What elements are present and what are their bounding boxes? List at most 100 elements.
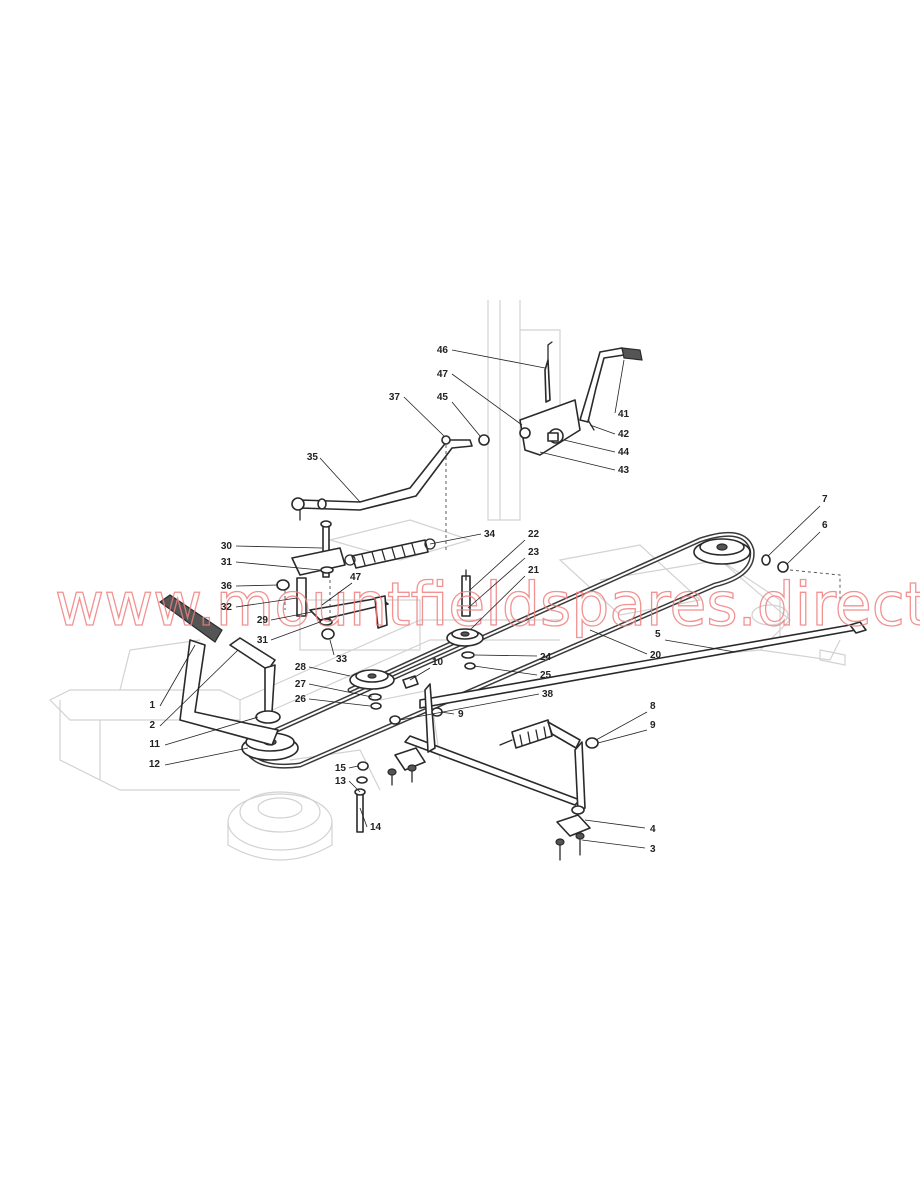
callout-label-25: 25 [540,670,552,681]
callout-leader-25 [473,665,538,676]
callout-leader-31 [235,561,321,571]
callout-label-35: 35 [307,452,319,463]
callout-leader-43 [539,451,616,471]
callout-label-28: 28 [295,662,307,673]
callout-leader-14 [359,807,368,828]
callout-label-4: 4 [650,824,656,835]
callout-leader-9 [440,711,455,715]
callout-label-22: 22 [528,529,540,540]
callout-label-41: 41 [618,409,630,420]
callout-leader-23 [467,557,526,609]
transaxle-pulley [693,538,751,565]
callout-label-8: 8 [650,701,656,712]
callout-leader-12 [164,747,249,766]
callout-leader-44 [563,439,616,453]
callout-labels: 1234567899101112131415202122232425262728… [149,345,828,855]
callout-leader-24 [474,654,538,657]
callout-leader-4 [584,819,646,829]
callout-leader-27 [308,683,373,698]
callout-leader-8 [595,711,648,741]
callout-leader-10 [409,667,431,681]
engine-pulley [241,732,299,761]
callout-leader-31 [270,621,321,641]
callout-leader-34 [429,533,482,545]
callout-leader-22 [469,539,526,591]
callout-label-38: 38 [542,689,554,700]
callout-label-9: 9 [650,720,656,731]
callout-label-33: 33 [336,654,348,665]
callout-label-24: 24 [540,652,552,663]
callout-leader-11 [164,716,259,746]
callout-leader-1 [159,644,196,707]
callout-leader-47 [451,373,523,426]
callout-label-12: 12 [149,759,161,770]
callout-label-31: 31 [257,635,269,646]
callout-label-20: 20 [650,650,662,661]
callout-label-47: 47 [437,369,449,380]
callout-leader-5 [664,639,736,653]
callout-label-6: 6 [822,520,828,531]
idler-pulley-28 [349,669,395,690]
callout-label-46: 46 [437,345,449,356]
linkage-rod-35 [291,435,473,521]
callout-label-21: 21 [528,565,540,576]
callout-label-3: 3 [650,844,656,855]
callout-leader-26 [308,698,371,707]
callout-leader-45 [451,401,481,437]
callout-label-36: 36 [221,581,233,592]
idler-arm-assembly [291,520,389,629]
height-lever-assembly [478,341,643,456]
watermark: www.mountfieldspares.direct [55,570,920,640]
callout-leader-21 [469,575,526,631]
callout-label-14: 14 [370,822,382,833]
callout-label-23: 23 [528,547,540,558]
callout-leader-46 [451,349,546,369]
callout-leader-38 [399,693,540,721]
callout-label-11: 11 [149,739,160,750]
callout-label-45: 45 [437,392,449,403]
callout-label-5: 5 [655,629,661,640]
callout-leader-3 [581,839,646,849]
callout-label-31: 31 [221,557,233,568]
callout-label-9: 9 [458,709,464,720]
callout-leader-30 [235,545,323,549]
callout-leader-37 [403,396,445,437]
brake-pedal [158,594,279,746]
callout-leader-47 [321,582,353,606]
pulley-hardware [368,569,476,710]
return-spring-8 [499,719,599,749]
callout-leader-42 [589,424,616,435]
callout-leader-29 [270,611,313,621]
callout-label-10: 10 [432,657,444,668]
callout-leader-20 [589,629,648,655]
right-side-hardware [761,554,789,573]
callout-label-44: 44 [618,447,630,458]
drive-pedal [229,637,281,724]
callout-leader-33 [329,639,335,656]
brackets-and-bolts [354,747,591,861]
callout-leader-32 [235,597,298,608]
callout-label-26: 26 [295,694,307,705]
callout-label-29: 29 [257,615,269,626]
tension-spring-34 [344,538,436,569]
callout-leader-28 [308,666,351,677]
callout-leader-35 [319,457,361,503]
callout-leader-13 [348,780,361,793]
callout-label-42: 42 [618,429,630,440]
callout-label-43: 43 [618,465,630,476]
alignment-lines [284,445,841,620]
callout-leader-9 [597,729,648,744]
callout-label-2: 2 [149,720,155,731]
pedal-shaft-38 [404,683,586,815]
callout-label-27: 27 [295,679,307,690]
callout-leader-15 [348,765,359,769]
callout-label-47: 47 [350,572,362,583]
callout-leader-7 [767,505,821,557]
callout-label-30: 30 [221,541,233,552]
callout-label-34: 34 [484,529,496,540]
callout-label-7: 7 [822,494,828,505]
callout-label-1: 1 [149,700,155,711]
callout-label-15: 15 [335,763,347,774]
callout-label-37: 37 [389,392,401,403]
